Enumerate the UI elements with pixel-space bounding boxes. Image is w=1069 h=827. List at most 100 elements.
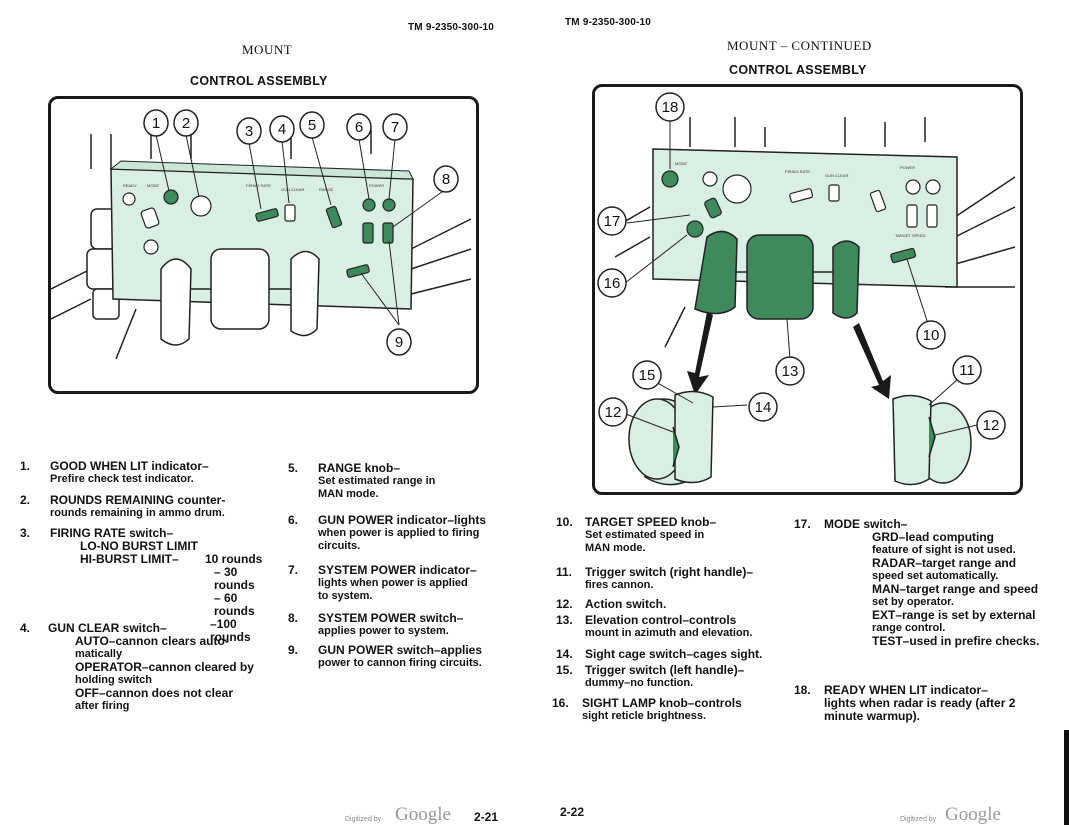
item-line: MAN mode. [585,542,646,554]
item-line: set by operator. [872,596,954,608]
item-line: OFF–cannon does not clear [75,686,234,700]
tm-number-right: TM 9-2350-300-10 [565,17,652,28]
item-number: 4. [20,621,31,635]
item-line: lights when power is applied [318,577,468,589]
item-line: mount in azimuth and elevation. [585,627,753,639]
page-number-left: 2-21 [474,810,499,824]
item-heading: RANGE knob– [318,461,401,475]
item-description: rounds remaining in ammo drum. [50,507,225,519]
page-title-right: MOUNT – CONTINUED [727,38,872,53]
digitized-by-label-right: Digitized by [900,816,937,823]
list-item-3: 3. FIRING RATE switch– LO-NO BURST LIMIT… [20,526,275,644]
list-item-2: 2. ROUNDS REMAINING counter- rounds rema… [20,494,270,528]
callout-12-right: 12 [983,417,1000,434]
item-number: 2. [20,493,31,507]
item-heading: SYSTEM POWER switch– [318,611,464,625]
item-line: MAN–target range and speed [872,582,1039,596]
item-line: Set estimated range in [318,475,436,487]
item-number: 6. [288,513,299,527]
item-number: 13. [556,613,573,627]
list-item-13: 13. Elevation control–controls mount in … [556,614,788,646]
item-number: 16. [552,696,569,710]
item-number: 15. [556,663,573,677]
page-number-right: 2-22 [560,805,585,819]
item-heading: Trigger switch (left handle)– [585,663,745,677]
item-line: minute warmup). [824,709,921,723]
callout-17: 17 [604,213,621,230]
callout-4: 4 [278,121,286,138]
svg-text:FIRING RATE: FIRING RATE [246,183,271,188]
item-line: Set estimated speed in [585,529,705,541]
list-item-8: 8. SYSTEM POWER switch– applies power to… [288,612,508,644]
callout-16: 16 [604,275,621,292]
page-subtitle-right: CONTROL ASSEMBLY [729,63,867,77]
item-line: sight reticle brightness. [582,710,707,722]
item-line: lights when radar is ready (after 2 [824,696,1016,710]
callout-6: 6 [355,119,363,136]
item-heading: Action switch. [585,597,667,611]
item-line: holding switch [75,674,152,686]
google-watermark-left: Google [395,804,451,825]
callout-15: 15 [639,367,656,384]
page-title-left: MOUNT [242,42,293,57]
item-heading: Trigger switch (right handle)– [585,565,754,579]
item-line: power to cannon firing circuits. [318,657,482,669]
list-item-5: 5. RANGE knob– Set estimated range in MA… [288,462,508,510]
item-line: matically [75,648,123,660]
item-number: 5. [288,461,299,475]
item-line: TEST–used in prefire checks. [872,634,1040,648]
callout-11: 11 [959,362,975,379]
callout-18: 18 [662,99,679,116]
list-item-12: 12. Action switch. [556,598,786,614]
item-line: to system. [318,590,373,602]
rounds-value: – 60 rounds [214,591,255,618]
list-item-9: 9. GUN POWER switch–applies power to can… [288,644,510,676]
item-heading: ROUNDS REMAINING counter- [50,493,226,507]
callout-9: 9 [395,334,403,351]
list-item-11: 11. Trigger switch (right handle)– fires… [556,566,786,598]
list-item-16: 16. SIGHT LAMP knob–controls sight retic… [552,697,786,729]
item-heading: TARGET SPEED knob– [585,515,717,529]
svg-text:FIRING RATE: FIRING RATE [785,169,810,174]
item-number: 3. [20,526,31,540]
list-item-4: 4. GUN CLEAR switch– AUTO–cannon clears … [20,622,280,734]
callout-8: 8 [442,171,450,188]
google-watermark-right: Google [945,804,1001,825]
tm-number-left: TM 9-2350-300-10 [408,22,495,33]
list-item-14: 14. Sight cage switch–cages sight. [556,648,786,664]
item-number: 10. [556,515,573,529]
item-number: 14. [556,647,573,661]
list-item-18: 18. READY WHEN LIT indicator– lights whe… [794,684,1054,734]
callout-13: 13 [782,363,799,380]
item-heading: Elevation control–controls [585,613,737,627]
callout-1: 1 [152,115,160,132]
svg-text:POWER: POWER [900,165,915,170]
callout-10: 10 [923,327,940,344]
item-number: 18. [794,683,811,697]
svg-text:READY: READY [123,183,137,188]
item-description: Prefire check test indicator. [50,473,194,485]
item-line: OPERATOR–cannon cleared by [75,660,254,674]
item-heading: MODE switch– [824,517,908,531]
item-heading: SIGHT LAMP knob–controls [582,696,742,710]
item-sub-option: HI-BURST LIMIT– [80,552,179,566]
callout-14: 14 [755,399,772,416]
item-heading: GUN POWER switch–applies [318,643,483,657]
item-line: AUTO–cannon clears auto- [75,634,229,648]
item-heading: READY WHEN LIT indicator– [824,683,988,697]
item-number: 11. [556,565,573,579]
item-number: 9. [288,643,299,657]
callout-7: 7 [391,119,399,136]
item-line: GRD–lead computing [872,530,995,544]
item-line: applies power to system. [318,625,449,637]
rounds-value: – 30 rounds [214,565,255,592]
list-item-10: 10. TARGET SPEED knob– Set estimated spe… [556,516,786,564]
item-heading: GUN POWER indicator–lights [318,513,487,527]
list-item-6: 6. GUN POWER indicator–lights when power… [288,514,508,562]
svg-text:POWER: POWER [369,183,384,188]
rounds-value: –100 rounds [210,617,251,644]
item-line: fires cannon. [585,579,654,591]
rounds-value: 10 rounds [205,552,263,566]
